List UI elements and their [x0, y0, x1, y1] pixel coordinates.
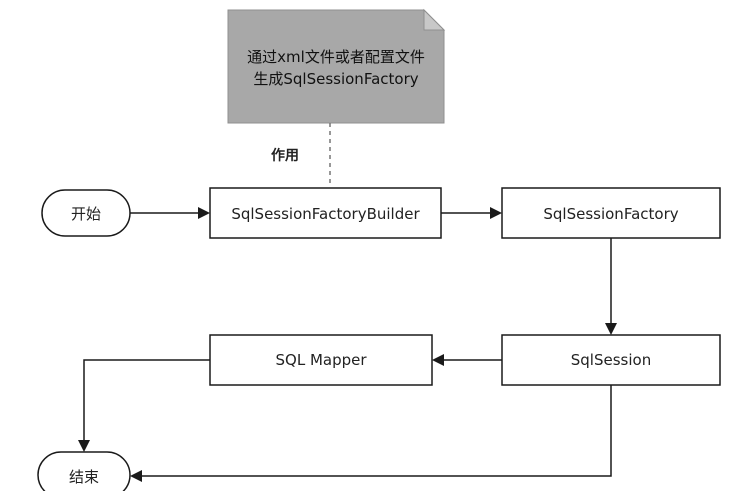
factory-node: SqlSessionFactory [501, 187, 721, 239]
start-node: 开始 [41, 189, 131, 237]
end-node: 结束 [37, 451, 131, 495]
note-fold-corner [423, 8, 446, 31]
association-label: 作用 [271, 147, 299, 164]
note-shape: 通过xml文件或者配置文件 生成SqlSessionFactory [227, 8, 446, 124]
note-text-line2: 生成SqlSessionFactory [253, 70, 418, 88]
builder-node-label: SqlSessionFactoryBuilder [231, 205, 420, 223]
arrow-mapper-to-end [78, 359, 210, 452]
mapper-node-label: SQL Mapper [275, 351, 367, 369]
arrow-session-to-end [130, 385, 612, 482]
session-node-label: SqlSession [571, 351, 651, 369]
builder-node: SqlSessionFactoryBuilder [209, 187, 442, 239]
session-node: SqlSession [501, 334, 721, 386]
end-node-label: 结束 [69, 468, 99, 486]
note-text-line1: 通过xml文件或者配置文件 [247, 48, 425, 66]
note-body [227, 9, 445, 124]
factory-node-label: SqlSessionFactory [543, 205, 678, 223]
start-node-label: 开始 [71, 205, 101, 223]
mapper-node: SQL Mapper [209, 334, 433, 386]
